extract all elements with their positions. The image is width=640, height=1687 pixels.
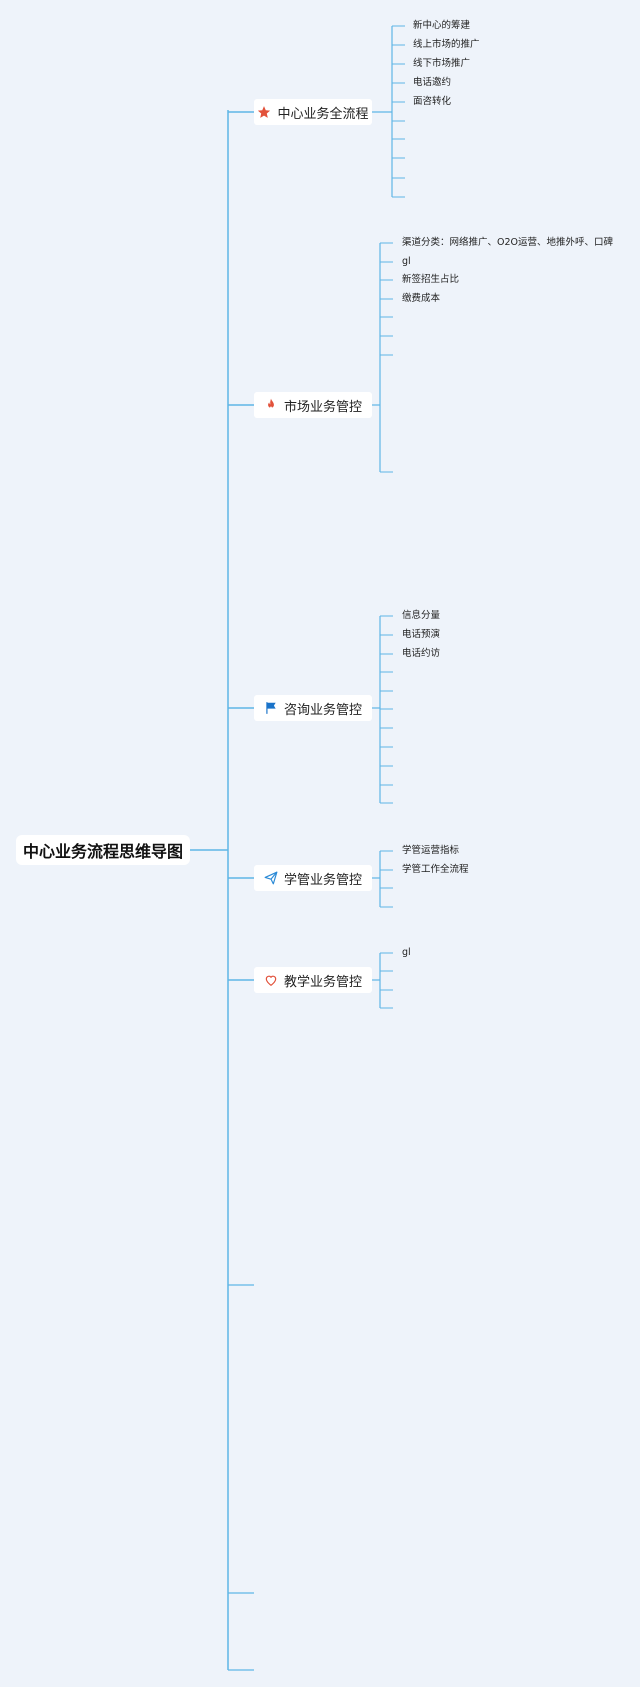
branch-node-student-management[interactable]: 学管业务管控 — [254, 865, 372, 891]
leaf-item[interactable]: gl — [402, 256, 411, 267]
leaf-item[interactable]: 学管工作全流程 — [402, 864, 469, 875]
leaf-item[interactable]: gl — [402, 947, 411, 958]
leaf-item[interactable]: 线上市场的推广 — [413, 39, 480, 50]
branch-label: 市场业务管控 — [283, 399, 362, 415]
star-icon — [257, 105, 271, 119]
paper-plane-icon — [264, 871, 278, 885]
branch-node-teaching-control[interactable]: 教学业务管控 — [254, 967, 372, 993]
root-node[interactable]: 中心业务流程思维导图 — [16, 835, 190, 865]
leaf-item[interactable]: 信息分量 — [402, 610, 441, 621]
leaf-item[interactable]: 电话邀约 — [413, 77, 452, 88]
flag-icon — [264, 701, 278, 715]
branch-label: 教学业务管控 — [283, 974, 362, 990]
branch-node-market-control[interactable]: 市场业务管控 — [254, 392, 372, 418]
leaf-item[interactable]: 新中心的筹建 — [413, 20, 471, 31]
branch-node-consult-control[interactable]: 咨询业务管控 — [254, 695, 372, 721]
leaf-item[interactable]: 电话约访 — [402, 648, 441, 659]
fire-icon — [264, 398, 278, 412]
leaf-item[interactable]: 线下市场推广 — [413, 58, 471, 69]
leaf-item[interactable]: 渠道分类：网络推广、O2O运营、地推外呼、口碑 — [402, 237, 613, 248]
branch-label: 咨询业务管控 — [283, 702, 362, 718]
branch-label: 学管业务管控 — [283, 872, 362, 888]
branch-label: 中心业务全流程 — [277, 106, 369, 122]
leaf-item[interactable]: 面咨转化 — [413, 96, 452, 107]
leaf-item[interactable]: 电话预演 — [402, 629, 441, 640]
leaf-item[interactable]: 缴费成本 — [402, 293, 441, 304]
branch-node-center-process[interactable]: 中心业务全流程 — [254, 99, 372, 125]
root-node-label: 中心业务流程思维导图 — [22, 842, 183, 861]
leaf-item[interactable]: 新签招生占比 — [402, 274, 460, 285]
leaf-item[interactable]: 学管运营指标 — [402, 845, 460, 856]
heart-icon — [264, 973, 278, 987]
